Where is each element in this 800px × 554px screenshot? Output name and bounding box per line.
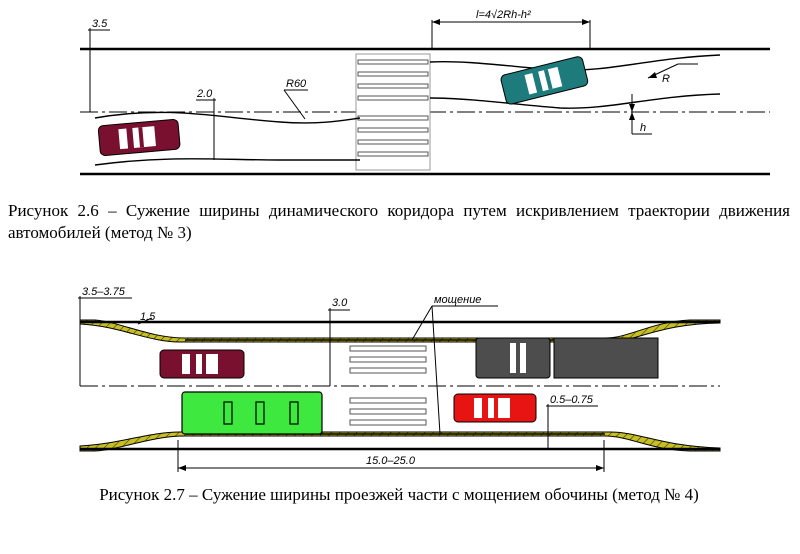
paving-bottom	[79, 431, 721, 452]
car-maroon	[97, 118, 181, 156]
crosswalk	[355, 53, 431, 171]
crosswalk-2	[349, 345, 427, 426]
height-label: h	[640, 122, 646, 134]
car-red	[453, 393, 537, 423]
dim-offset-label: 2.0	[196, 88, 213, 100]
figure-1: 3.5 2.0 R60 l=4√2Rh-h² R h	[80, 9, 770, 176]
radius-curve-label: R60	[286, 78, 307, 90]
bus-green	[181, 391, 323, 435]
figure-1-caption: Рисунок 2.6 – Сужение ширины динамическо…	[8, 201, 790, 242]
shoulder-label: 1.5	[140, 311, 156, 323]
dim-width-label: 3.5	[92, 18, 108, 30]
dim-width-label-2: 3.5–3.75	[82, 286, 126, 298]
dim-lane-label: 3.0	[332, 297, 348, 309]
edge-label: 0.5–0.75	[550, 394, 594, 406]
radius-label: R	[662, 73, 670, 85]
car-maroon-2	[159, 349, 245, 379]
truck-gray	[475, 337, 659, 379]
paving-label: мощение	[434, 294, 481, 306]
car-teal	[500, 56, 589, 105]
length-label: 15.0–25.0	[366, 455, 416, 467]
length-formula-label: l=4√2Rh-h²	[476, 9, 531, 21]
figure-2-caption: Рисунок 2.7 – Сужение ширины проезжей ча…	[99, 485, 699, 504]
figure-2: 3.5–3.75 1.5 3.0 мощение 0.5–0.75 15.0–2…	[78, 286, 721, 472]
